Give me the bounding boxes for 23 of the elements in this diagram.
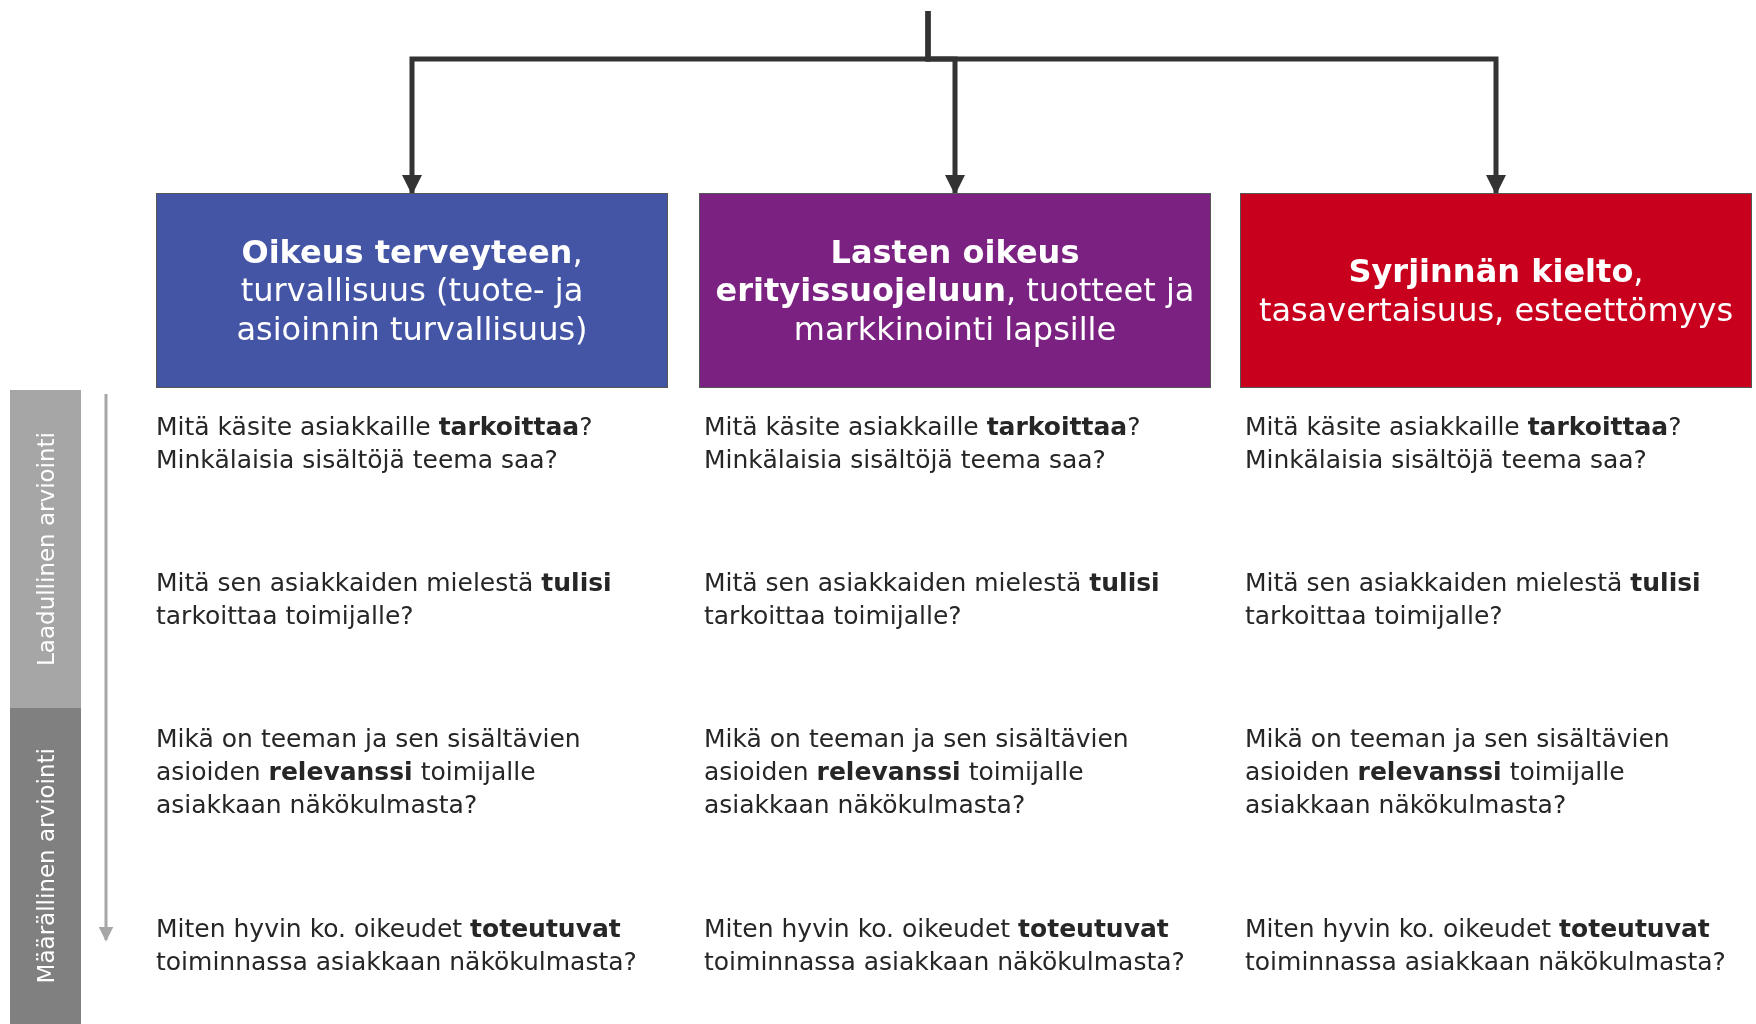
arrow [925,11,1506,195]
theme-box [156,193,668,388]
theme-title: Lasten oikeus erityissuojeluun, tuotteet ja markkinointi lapsille [714,232,1196,349]
question-text: Mitä sen asiakkaiden mielestä tulisi tarkoittaa toimijalle? [704,567,1161,632]
question-text: Miten hyvin ko. oikeudet toteutuvat toiminnassa asiakkaan näkökulmasta? [704,913,1186,978]
question-text: Miten hyvin ko. oikeudet toteutuvat toiminnassa asiakkaan näkökulmasta? [1245,913,1727,978]
question-text: Mitä sen asiakkaiden mielestä tulisi tarkoittaa toimijalle? [156,567,613,632]
question-text: Mitä sen asiakkaiden mielestä tulisi tarkoittaa toimijalle? [1245,567,1702,632]
question-text: Mitä käsite asiakkaille tarkoittaa? Minkälaisia sisältöjä teema saa? [156,411,594,476]
theme-title: Syrjinnän kielto, tasavertaisuus, esteettömyys [1257,252,1735,329]
band-label: Laadullinen arviointi [32,432,59,666]
question-text: Mikä on teeman ja sen sisältävien asioiden relevanssi toimijalle asiakkaan näkökulmasta? [704,723,1130,821]
question-text: Miten hyvin ko. oikeudet toteutuvat toiminnassa asiakkaan näkökulmasta? [156,913,638,978]
question-text: Mitä käsite asiakkaille tarkoittaa? Minkälaisia sisältöjä teema saa? [704,411,1142,476]
category-band [10,708,81,1024]
category-band [10,390,81,708]
question-text: Mitä käsite asiakkaille tarkoittaa? Minkälaisia sisältöjä teema saa? [1245,411,1683,476]
question-text: Mikä on teeman ja sen sisältävien asioiden relevanssi toimijalle asiakkaan näkökulmasta? [156,723,582,821]
theme-box [1240,193,1752,388]
theme-title: Oikeus terveyteen, turvallisuus (tuote- ja asioinnin turvallisuus) [235,232,589,349]
question-text: Mikä on teeman ja sen sisältävien asioiden relevanssi toimijalle asiakkaan näkökulmasta? [1245,723,1671,821]
theme-box [699,193,1211,388]
band-label: Määrällinen arviointi [32,748,59,984]
